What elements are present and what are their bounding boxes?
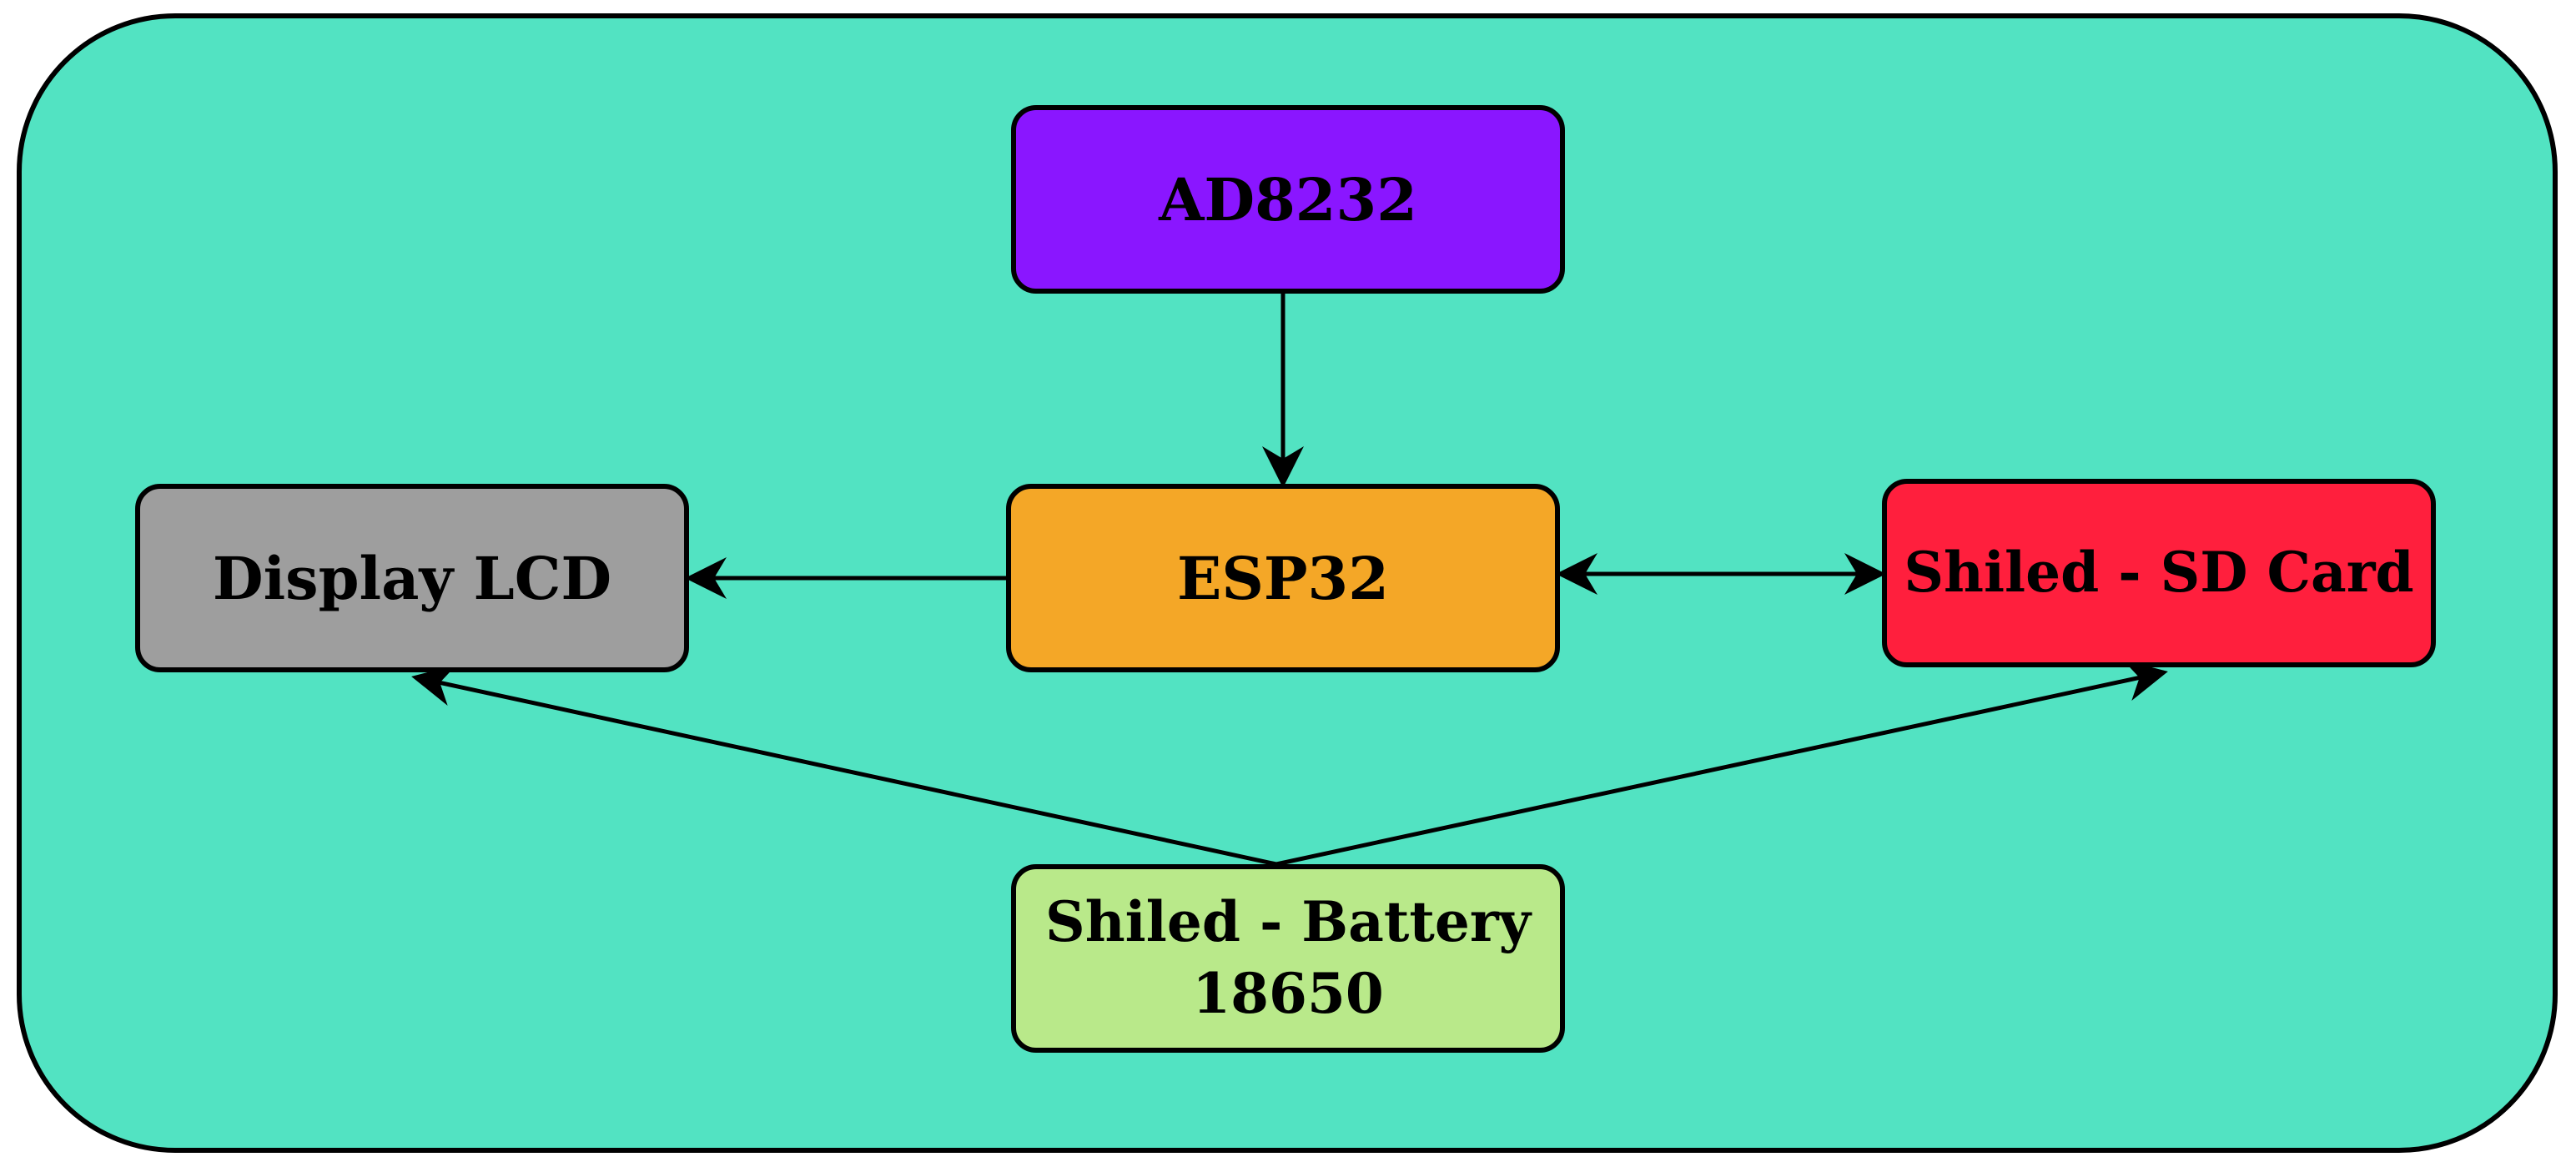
ad8232-box: AD8232	[1011, 105, 1565, 294]
battery-shield-label-line1: Shiled - Battery	[1045, 889, 1531, 955]
sd-card-shield-box: Shiled - SD Card	[1882, 479, 2436, 667]
sd-card-shield-label: Shiled - SD Card	[1904, 540, 2414, 606]
battery-shield-box: Shiled - Battery 18650	[1011, 864, 1565, 1053]
display-lcd-box: Display LCD	[135, 484, 689, 672]
ad8232-label: AD8232	[1159, 164, 1417, 234]
esp32-box: ESP32	[1006, 484, 1560, 672]
esp32-label: ESP32	[1177, 543, 1389, 613]
edge-battery-to-display	[411, 665, 1277, 867]
display-lcd-label: Display LCD	[212, 543, 612, 613]
battery-shield-label-line2: 18650	[1192, 961, 1384, 1026]
edge-battery-to-sdcard	[1275, 660, 2168, 867]
